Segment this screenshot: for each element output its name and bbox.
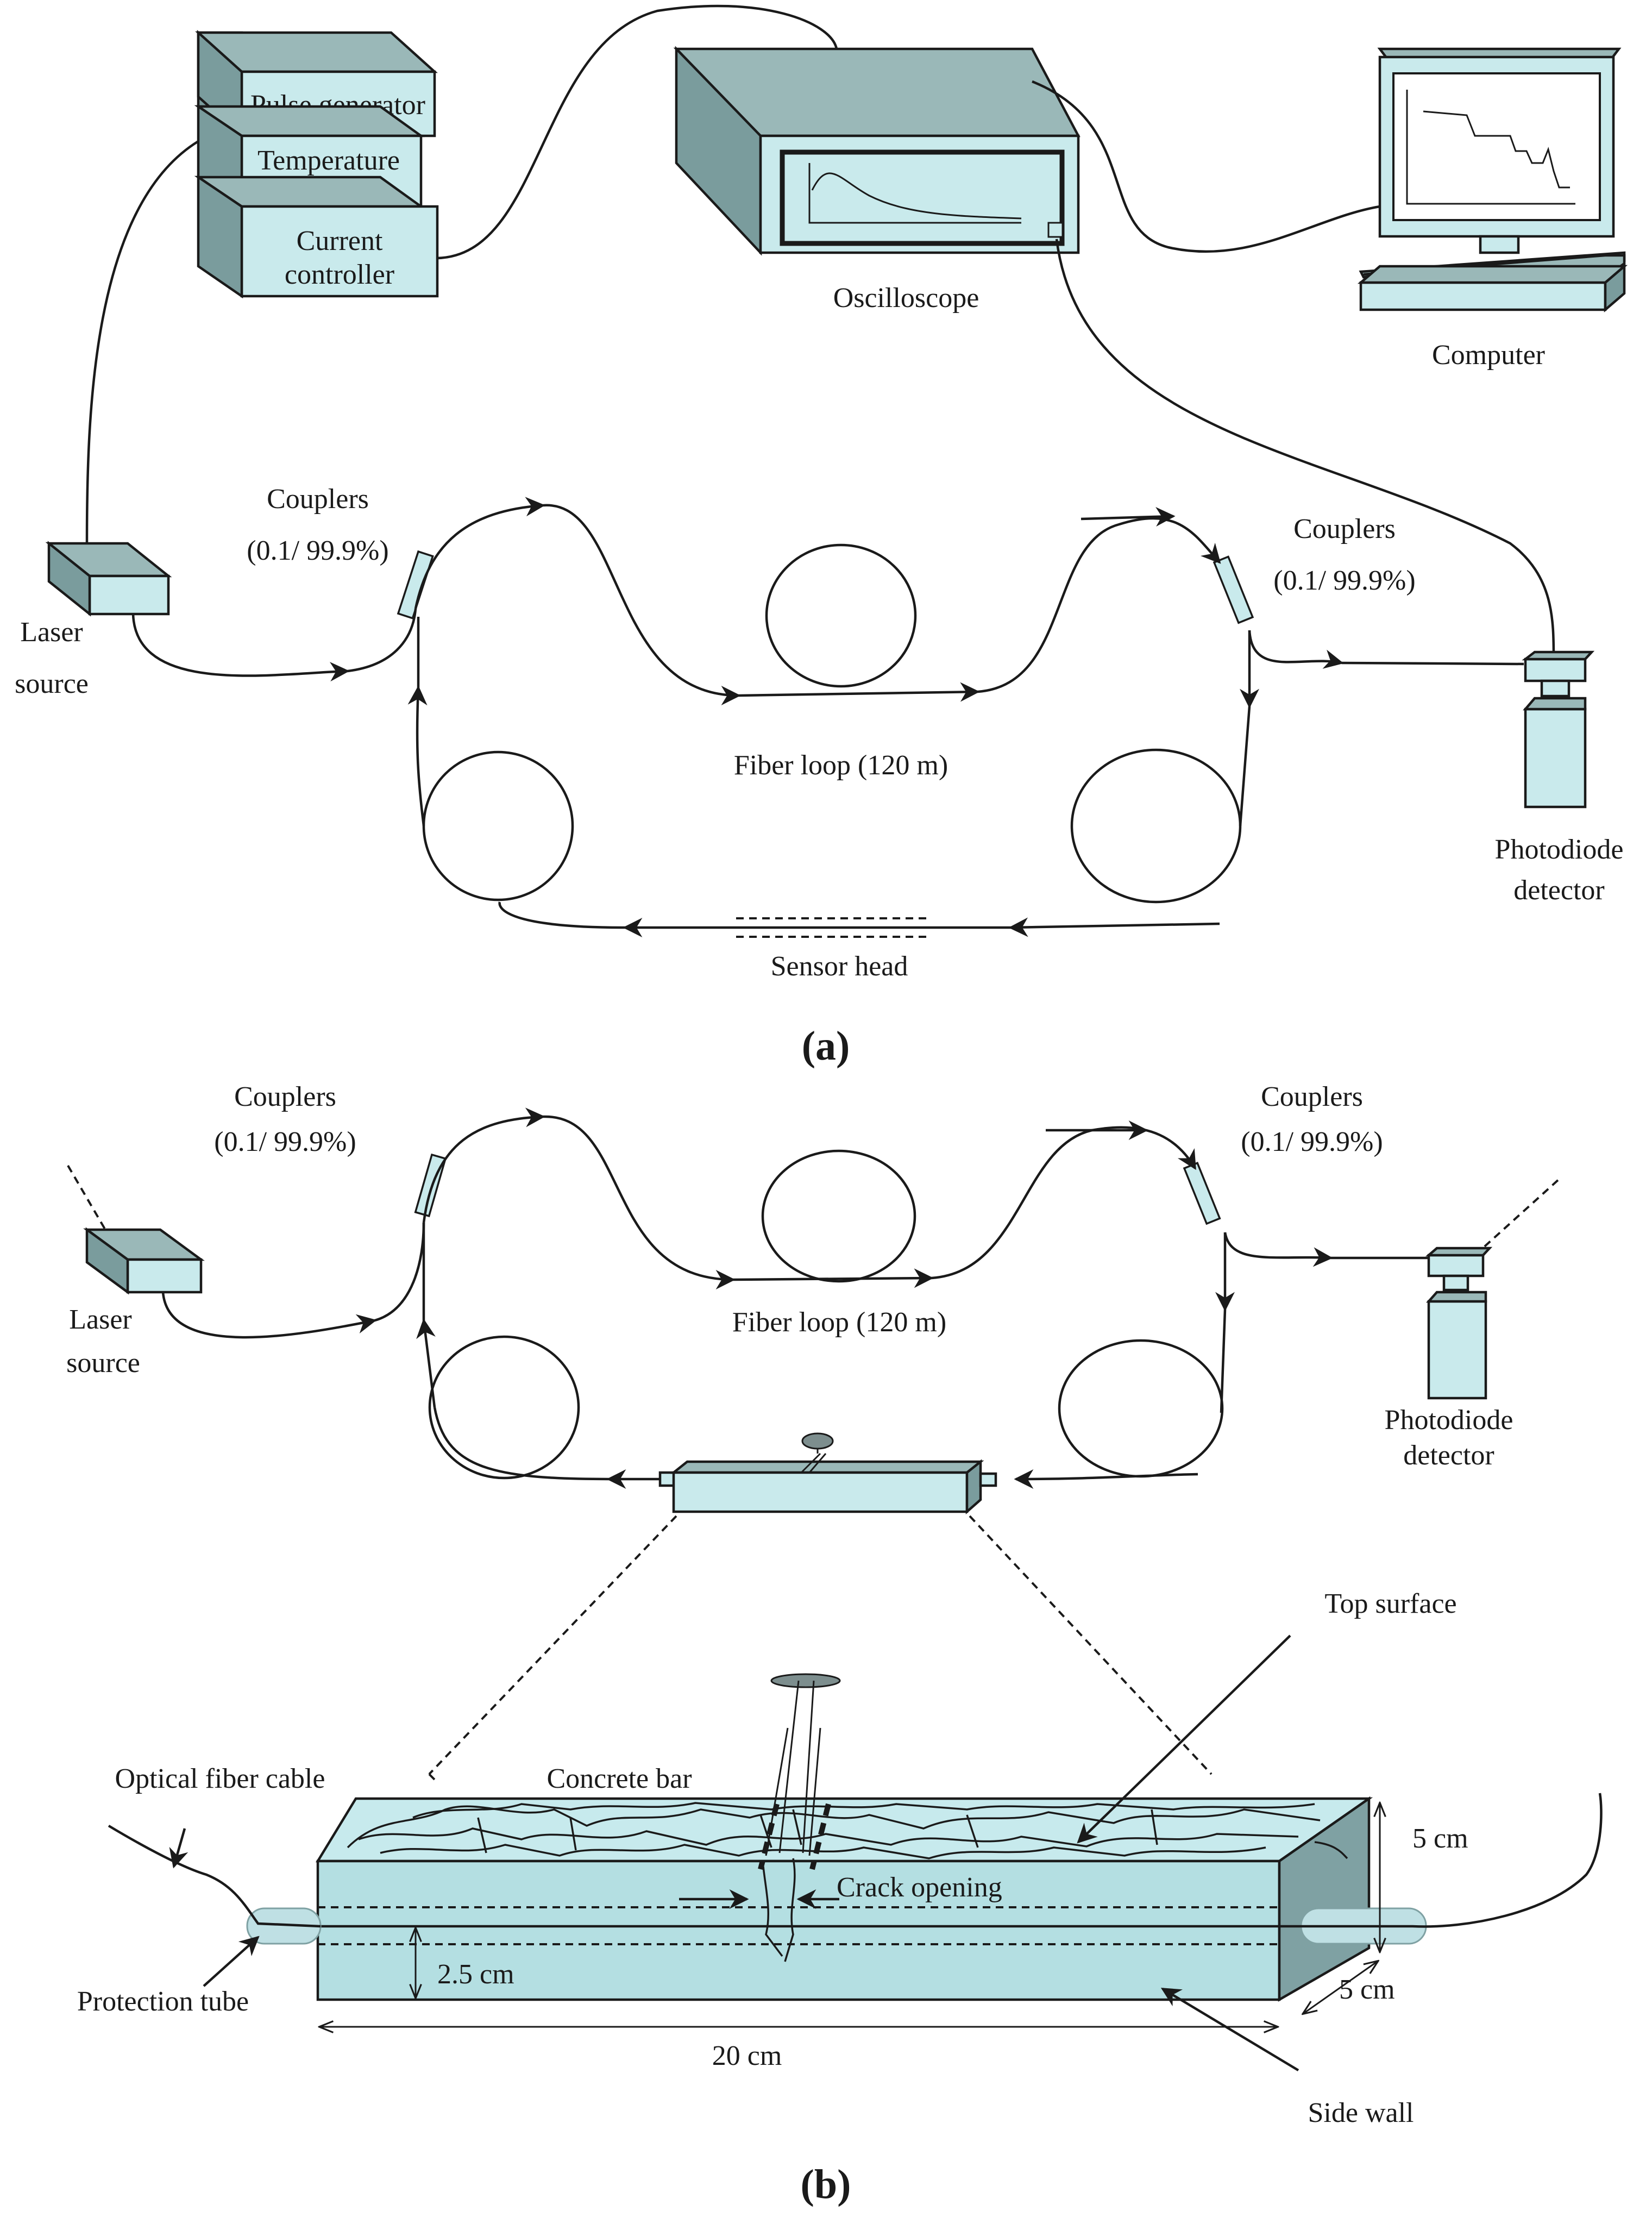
- dim-height-label: 5 cm: [1412, 1823, 1468, 1854]
- panel-a: Pulse generator Temperature controller C…: [15, 4, 1628, 1069]
- couplers-b-left-label-2: (0.1/ 99.9%): [214, 1126, 356, 1157]
- side-wall-label: Side wall: [1308, 2097, 1414, 2128]
- couplers-b-right-label-2: (0.1/ 99.9%): [1241, 1126, 1383, 1157]
- sensor-head-a-icon: [736, 917, 929, 938]
- fiber-loop-b: [161, 1107, 1429, 1489]
- photodiode-detector-a: Photodiode detector: [1495, 650, 1624, 906]
- photodiode-a-label-1: Photodiode: [1495, 834, 1624, 865]
- dim-depth-line: [1304, 1962, 1377, 2013]
- controller-to-oscilloscope-wire: [437, 4, 838, 260]
- sensor-head-a-label: Sensor head: [771, 951, 908, 982]
- current-controller-label-1: Current: [297, 226, 383, 256]
- couplers-a-left-label-2: (0.1/ 99.9%): [247, 535, 388, 566]
- sensor-assembly-b: [658, 1432, 997, 1514]
- top-surface-label: Top surface: [1324, 1588, 1456, 1619]
- oscilloscope-to-detector-wire: [1055, 239, 1555, 661]
- coupler-b-right: [1183, 1161, 1221, 1225]
- concrete-bar-label: Concrete bar: [547, 1763, 692, 1794]
- top-surface-cracks-icon: [347, 1802, 1348, 1859]
- coupler-a-left: [397, 550, 434, 619]
- optical-fiber-cable-left: [108, 1825, 321, 1928]
- coupler-b-left: [414, 1153, 447, 1218]
- photodiode-b-label-1: Photodiode: [1385, 1405, 1513, 1436]
- couplers-b-left-label-1: Couplers: [234, 1081, 336, 1112]
- oscilloscope-label: Oscilloscope: [833, 283, 979, 314]
- dim-depth-label: 5 cm: [1339, 1974, 1395, 2005]
- couplers-b-right-label-1: Couplers: [1261, 1081, 1363, 1112]
- crack-opening-label: Crack opening: [837, 1872, 1002, 1903]
- laser-source-a: Laser source: [15, 541, 172, 699]
- panel-b: Couplers (0.1/ 99.9%) Couplers (0.1/ 99.…: [66, 1081, 1603, 2207]
- laser-source-b-label-1: Laser: [69, 1304, 131, 1335]
- fiber-loop-a: [131, 497, 1524, 938]
- panel-a-caption: (a): [802, 1023, 850, 1069]
- photodiode-b-label-2: detector: [1403, 1440, 1494, 1471]
- couplers-a-right-label-2: (0.1/ 99.9%): [1273, 565, 1415, 596]
- photodiode-a-label-2: detector: [1513, 875, 1604, 906]
- laser-source-b-label-2: source: [66, 1348, 140, 1379]
- couplers-a-left-label-1: Couplers: [267, 484, 369, 515]
- optical-fiber-cable-label: Optical fiber cable: [115, 1763, 325, 1794]
- oscilloscope: Oscilloscope: [673, 46, 1081, 314]
- fiber-loop-a-label: Fiber loop (120 m): [734, 750, 948, 781]
- computer: Computer: [1357, 47, 1628, 371]
- photodiode-detector-b: Photodiode detector: [1385, 1247, 1513, 1471]
- oscilloscope-trace-icon: [808, 163, 1022, 224]
- optical-fiber-cable-right: [1279, 1793, 1603, 1928]
- crack-opening-icon: [679, 1673, 841, 1962]
- fiber-loop-b-label: Fiber loop (120 m): [732, 1307, 946, 1338]
- current-controller-box: Current controller: [194, 174, 439, 299]
- laser-source-a-label-2: source: [15, 668, 89, 699]
- laser-source-a-label-1: Laser: [20, 617, 83, 648]
- concrete-bar: [315, 1673, 1373, 2002]
- computer-screen-plot-icon: [1406, 90, 1575, 205]
- panel-b-caption: (b): [801, 2162, 851, 2207]
- laser-source-b: Laser source: [66, 1227, 205, 1379]
- computer-label: Computer: [1432, 340, 1545, 371]
- couplers-a-right-label-1: Couplers: [1293, 513, 1396, 544]
- oscilloscope-to-computer-wire: [1032, 80, 1380, 253]
- laser-control-wire: [85, 140, 199, 544]
- dim-length-label: 20 cm: [712, 2040, 782, 2071]
- protection-tube-label: Protection tube: [77, 1986, 249, 2017]
- temperature-controller-label-1: Temperature: [257, 145, 400, 176]
- current-controller-label-2: controller: [285, 259, 394, 290]
- coupler-a-right: [1213, 555, 1254, 624]
- dim-fiber-height-label: 2.5 cm: [437, 1959, 514, 1990]
